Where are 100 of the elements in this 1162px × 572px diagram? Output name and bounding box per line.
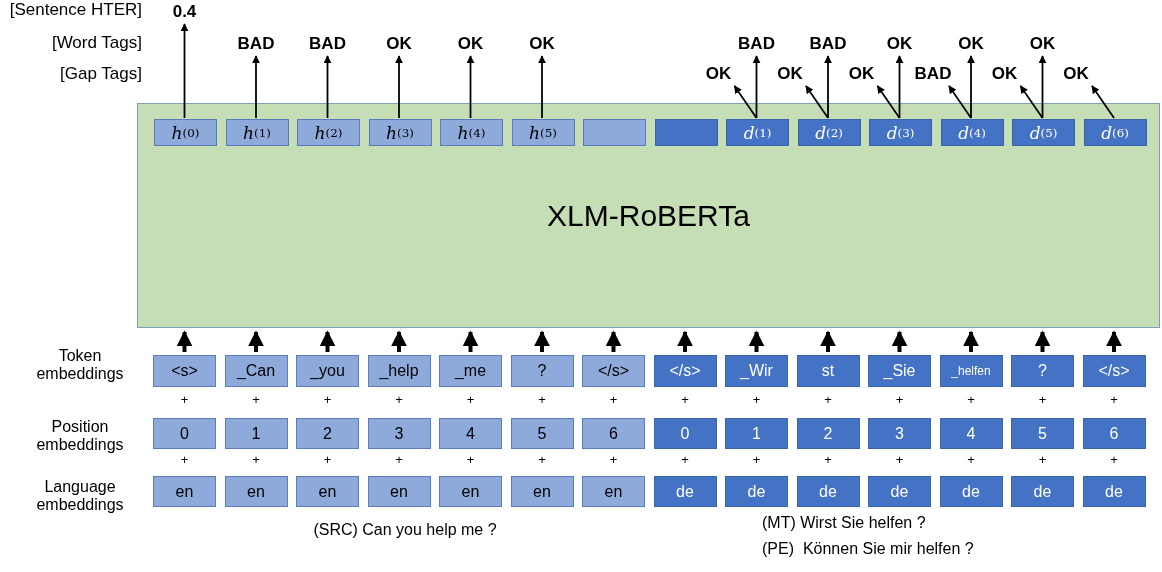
arrow xyxy=(252,55,260,119)
token-box: </s> xyxy=(1082,355,1146,387)
arrow xyxy=(748,330,765,352)
plus-sign: + xyxy=(251,452,261,469)
arrow xyxy=(820,330,836,352)
output-tag: OK xyxy=(768,62,812,86)
plus-sign: + xyxy=(537,452,547,469)
token-box: ? xyxy=(510,355,574,387)
token-box: </s> xyxy=(653,355,717,387)
plus-sign: + xyxy=(537,392,547,409)
arrow xyxy=(391,330,407,352)
language-box: en xyxy=(510,476,574,507)
plus-sign: + xyxy=(608,452,619,469)
language-box: en xyxy=(582,476,645,507)
language-box: de xyxy=(796,476,860,507)
model-block xyxy=(137,103,1160,328)
output-tag: BAD xyxy=(732,32,781,56)
plus-sign: + xyxy=(322,392,333,409)
sentence-text: (MT) Wirst Sie helfen ? xyxy=(762,514,927,533)
plus-sign: + xyxy=(894,392,905,409)
position-box: 1 xyxy=(725,418,788,449)
output-tag: OK xyxy=(1054,62,1098,86)
arrow xyxy=(948,85,972,119)
token-box: ? xyxy=(1011,355,1074,387)
arrow xyxy=(876,85,901,119)
arrow xyxy=(534,330,550,352)
sentence-text: (PE) Können Sie mir helfen ? xyxy=(762,540,975,559)
plus-sign: + xyxy=(1037,392,1048,409)
embedding-box xyxy=(583,119,646,146)
arrow xyxy=(319,330,336,352)
output-tag: OK xyxy=(839,62,884,86)
language-box: en xyxy=(367,476,431,507)
position-box: 3 xyxy=(868,418,931,449)
position-box: 1 xyxy=(224,418,288,449)
arrow xyxy=(605,330,622,352)
plus-sign: + xyxy=(322,452,333,469)
token-box: _Can xyxy=(224,355,288,387)
arrow xyxy=(752,55,761,119)
plus-sign: + xyxy=(394,452,404,469)
output-tag: OK xyxy=(446,32,495,56)
token-box: _helfen xyxy=(939,355,1003,387)
token-box: _help xyxy=(367,355,431,387)
plus-sign: + xyxy=(251,392,261,409)
embedding-box xyxy=(654,119,718,146)
plus-sign: + xyxy=(465,392,476,409)
language-box: de xyxy=(1011,476,1074,507)
arrow xyxy=(462,330,479,352)
arrow xyxy=(1034,330,1051,352)
plus-sign: + xyxy=(751,392,762,409)
plus-sign: + xyxy=(823,392,833,409)
language-box: de xyxy=(1082,476,1146,507)
output-tag: BAD xyxy=(303,32,352,56)
position-box: 6 xyxy=(582,418,645,449)
output-tag: OK xyxy=(696,62,741,86)
row-label: [Word Tags] xyxy=(50,33,142,54)
output-tag: BAD xyxy=(232,32,280,56)
language-box: de xyxy=(653,476,717,507)
arrow xyxy=(323,55,332,119)
arrow xyxy=(248,330,264,352)
plus-sign: + xyxy=(894,452,905,469)
arrow xyxy=(1019,85,1044,119)
arrow xyxy=(967,55,975,119)
token-box: st xyxy=(796,355,860,387)
arrow xyxy=(538,55,546,119)
plus-sign: + xyxy=(966,392,976,409)
model-label: XLM-RoBERTa xyxy=(546,199,751,233)
arrow xyxy=(1106,330,1122,352)
language-box: en xyxy=(153,476,216,507)
arrow xyxy=(395,55,403,119)
arrow xyxy=(180,23,189,119)
language-box: de xyxy=(939,476,1003,507)
arrow xyxy=(176,330,193,352)
output-tag: OK xyxy=(875,32,924,56)
row-label: Language embeddings xyxy=(35,478,125,515)
position-box: 6 xyxy=(1082,418,1146,449)
plus-sign: + xyxy=(680,452,690,469)
plus-sign: + xyxy=(465,452,476,469)
output-tag: OK xyxy=(518,32,566,56)
row-label: Token embeddings xyxy=(35,347,125,384)
arrow xyxy=(1091,85,1115,119)
sentence-text: (SRC) Can you help me ? xyxy=(312,521,498,540)
plus-sign: + xyxy=(1109,452,1119,469)
position-box: 0 xyxy=(153,418,216,449)
language-box: en xyxy=(296,476,359,507)
arrow xyxy=(891,330,908,352)
language-box: de xyxy=(725,476,788,507)
position-box: 3 xyxy=(367,418,431,449)
language-box: de xyxy=(868,476,931,507)
plus-sign: + xyxy=(751,452,762,469)
token-box: <s> xyxy=(153,355,216,387)
position-box: 2 xyxy=(296,418,359,449)
plus-sign: + xyxy=(179,452,190,469)
position-box: 5 xyxy=(510,418,574,449)
output-tag: OK xyxy=(947,32,995,56)
output-tag: BAD xyxy=(911,62,955,86)
position-box: 2 xyxy=(796,418,860,449)
plus-sign: + xyxy=(179,392,190,409)
row-label: Position embeddings xyxy=(35,418,125,455)
position-box: 0 xyxy=(653,418,717,449)
token-box: _you xyxy=(296,355,359,387)
